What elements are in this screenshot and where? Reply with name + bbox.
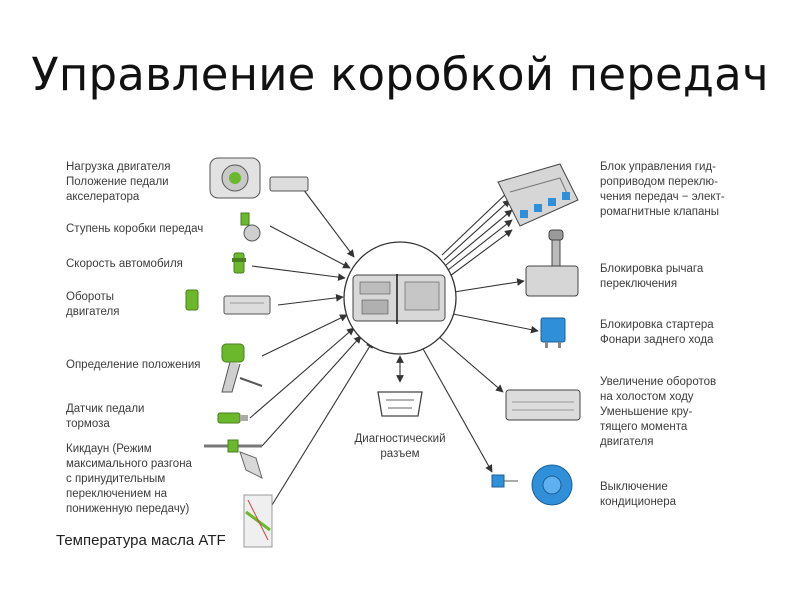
gear-sensor-icon bbox=[240, 212, 261, 242]
arrow-starter-lock bbox=[452, 313, 539, 334]
arrow-out-3 bbox=[445, 209, 513, 266]
shift-lever-icon bbox=[525, 229, 579, 297]
arrow-brake-pedal bbox=[249, 327, 355, 419]
arrow-out-1 bbox=[441, 189, 511, 256]
output-label-hydraulic-unit: Блок управления гид-роприводом переклю-ч… bbox=[600, 161, 725, 218]
connector-arrows bbox=[249, 184, 539, 506]
arrow-kickdown bbox=[261, 335, 362, 447]
arrow-position bbox=[261, 314, 348, 357]
speed-sensor-icon bbox=[232, 252, 246, 274]
brake-sensor-icon bbox=[217, 412, 248, 424]
arrow-out-5 bbox=[449, 229, 513, 277]
obd-connector-icon bbox=[377, 391, 423, 417]
transmission-ecu-icon bbox=[343, 241, 457, 355]
arrow-idle-up bbox=[437, 335, 504, 393]
slide-title: Управление коробкой передач bbox=[31, 48, 769, 101]
engine-ecu-icon bbox=[505, 389, 581, 421]
position-sensor-icon bbox=[221, 343, 263, 393]
atf-temp-sensor-icon bbox=[243, 494, 273, 548]
arrow-atf-temp bbox=[271, 340, 374, 506]
relay-icon bbox=[540, 317, 566, 348]
input-label-atf-temp: Температура масла ATF bbox=[56, 532, 226, 549]
arrow-ac-off bbox=[421, 346, 493, 473]
valve-body-icon bbox=[497, 163, 579, 227]
arrow-shift-lock bbox=[453, 278, 525, 293]
arrow-gear-stage bbox=[269, 225, 351, 269]
input-label-position: Определение положения bbox=[66, 359, 201, 371]
arrow-out-4 bbox=[447, 219, 513, 271]
ac-compressor-icon bbox=[491, 464, 573, 506]
arrow-engine-rpm bbox=[277, 294, 344, 306]
throttle-body-icon bbox=[209, 157, 309, 199]
arrow-vehicle-speed bbox=[251, 265, 346, 281]
arrow-engine-load bbox=[299, 184, 355, 258]
input-label-vehicle-speed: Скорость автомобиля bbox=[66, 258, 183, 270]
kickdown-pedal-icon bbox=[204, 439, 263, 479]
rpm-sensor-icon bbox=[185, 289, 271, 315]
input-label-gear-stage: Ступень коробки передач bbox=[66, 223, 204, 235]
arrow-out-2 bbox=[443, 199, 511, 261]
